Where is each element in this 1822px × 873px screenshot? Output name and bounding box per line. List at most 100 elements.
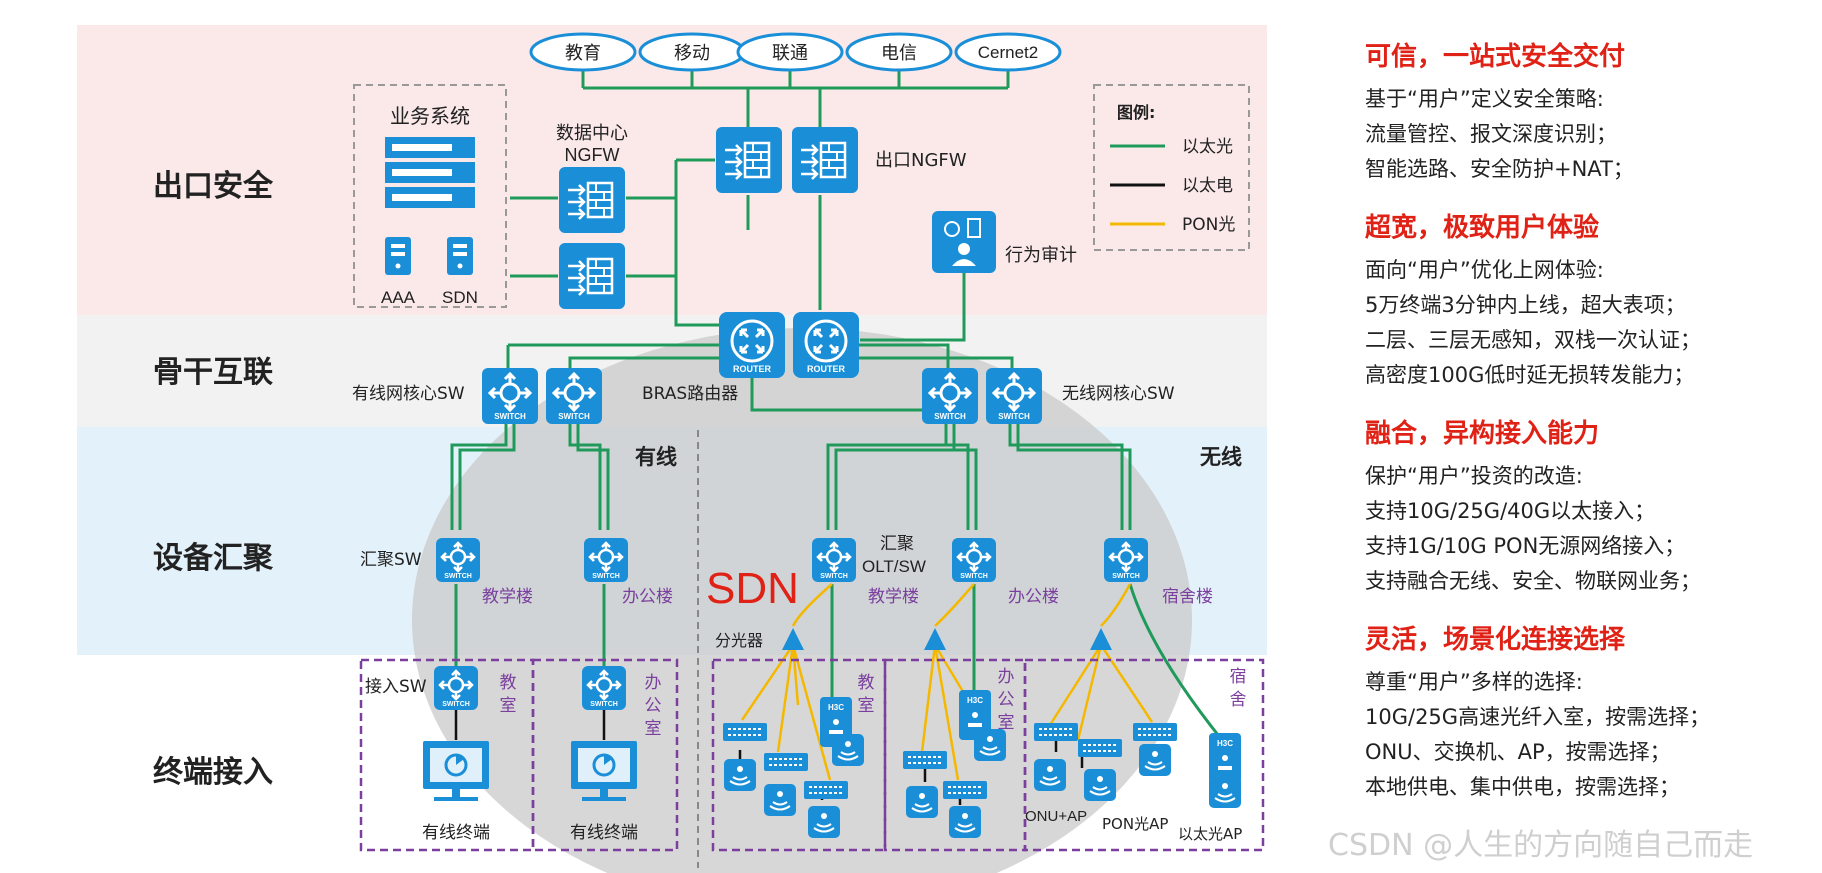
feature-line: 5万终端3分钟内上线，超大表项； <box>1365 293 1686 317</box>
ap-icon-6 <box>905 785 939 819</box>
agg-sw-label: 汇聚SW <box>360 550 422 570</box>
feature-panel: 可信，一站式安全交付 基于“用户”定义安全策略: 流量管控、报文深度识别； 智能… <box>1365 40 1805 829</box>
aaa-server-icon <box>385 237 411 275</box>
sdn-server-label: SDN <box>442 288 478 307</box>
feature-line: 面向“用户”优化上网体验: <box>1365 258 1604 282</box>
dorm-bldg-label: 宿舍楼 <box>1162 587 1213 607</box>
access-switch-icon-classroom <box>432 664 480 712</box>
room-label-classroom-wireless-char-1: 教 <box>858 673 875 693</box>
watermark: CSDN @人生的方向随自己而走 <box>1328 828 1754 863</box>
eth-ap-label: 以太光AP <box>1178 825 1242 843</box>
ap-icon-10 <box>1138 743 1172 777</box>
olt-switch-icon-office <box>950 536 998 584</box>
biz-system-box <box>353 84 507 308</box>
onu-icon-2 <box>763 752 809 772</box>
wall-ap-icon-3 <box>1209 733 1241 783</box>
legend-box <box>1093 84 1250 251</box>
feature-title: 灵活，场景化连接选择 <box>1365 625 1626 655</box>
dc-ngfw-firewall-icon-1 <box>557 165 627 235</box>
band-title-access: 终端接入 <box>153 755 273 790</box>
cloud-label-telecom: 电信 <box>881 43 917 64</box>
band-title-backbone: 骨干互联 <box>153 355 273 390</box>
feature-broadband: 超宽，极致用户体验 面向“用户”优化上网体验: 5万终端3分钟内上线，超大表项；… <box>1365 211 1805 393</box>
ap-icon-1 <box>723 758 757 792</box>
dc-ngfw-label-2: NGFW <box>565 145 620 165</box>
access-box-dorm <box>1023 658 1265 852</box>
feature-trusted: 可信，一站式安全交付 基于“用户”定义安全策略: 流量管控、报文深度识别； 智能… <box>1365 40 1805 187</box>
feature-flexible: 灵活，场景化连接选择 尊重“用户”多样的选择: 10G/25G高速光纤入室，按需… <box>1365 623 1805 805</box>
access-box-office-wired <box>531 658 679 852</box>
onu-icon-3 <box>803 780 849 800</box>
feature-line: 10G/25G高速光纤入室，按需选择； <box>1365 705 1711 729</box>
room-label-office-wired-char-3: 室 <box>645 719 662 739</box>
feature-title: 融合，异构接入能力 <box>1365 419 1600 449</box>
olt-switch-icon-teach <box>810 536 858 584</box>
room-label-office-wireless-char-3: 室 <box>998 713 1015 733</box>
ap-icon-4 <box>831 733 865 767</box>
wired-term-label-classroom: 有线终端 <box>422 823 490 843</box>
bras-router-icon-2 <box>791 310 861 380</box>
legend-label-pon: PON光 <box>1182 215 1235 235</box>
feature-line: 尊重“用户”多样的选择: <box>1365 670 1583 694</box>
dc-ngfw-label-1: 数据中心 <box>556 123 628 144</box>
room-label-dorm: 宿 舍 <box>1230 667 1247 710</box>
wireless-core-switch-icon-1 <box>920 366 980 426</box>
onu-icon-1 <box>722 722 768 742</box>
access-sw-label: 接入SW <box>365 677 427 697</box>
wired-label: 有线 <box>635 445 677 469</box>
room-label-office-wireless-char-1: 办 <box>998 667 1015 687</box>
feature-fusion: 融合，异构接入能力 保护“用户”投资的改造: 支持10G/25G/40G以太接入… <box>1365 417 1805 599</box>
teach-bldg-label-wired: 教学楼 <box>482 587 533 607</box>
audit-icon <box>932 211 996 273</box>
feature-title: 超宽，极致用户体验 <box>1365 213 1600 243</box>
room-label-classroom-wireless-char-2: 室 <box>858 696 875 716</box>
pon-ap-label: PON光AP <box>1102 815 1168 833</box>
teach-bldg-label-wireless: 教学楼 <box>868 587 919 607</box>
ap-icon-8 <box>1033 758 1067 792</box>
ap-icon-5 <box>973 728 1007 762</box>
feature-title: 可信，一站式安全交付 <box>1365 42 1626 72</box>
onu-icon-5 <box>942 780 988 800</box>
sdn-server-icon <box>447 237 473 275</box>
exit-ngfw-label: 出口NGFW <box>875 150 967 171</box>
room-label-dorm-char-1: 宿 <box>1230 667 1247 687</box>
fiber-links <box>450 70 1224 741</box>
feature-line: ONU、交换机、AP，按需选择； <box>1365 740 1671 764</box>
ap-icon-11 <box>1208 775 1242 809</box>
biz-system-title: 业务系统 <box>390 104 470 128</box>
wired-term-label-office: 有线终端 <box>570 823 638 843</box>
wired-core-label: 有线网核心SW <box>352 384 465 404</box>
sdn-big-label: SDN <box>706 564 799 613</box>
legend-label-eth-copper: 以太电 <box>1182 176 1233 196</box>
feature-line: 智能选路、安全防护+NAT； <box>1365 157 1634 181</box>
room-label-classroom-wired-char-1: 教 <box>500 673 517 693</box>
feature-line: 支持10G/25G/40G以太接入； <box>1365 499 1656 523</box>
cloud-telecom: 电信 <box>845 32 953 72</box>
cloud-label-cernet2: Cernet2 <box>978 43 1038 62</box>
olt-label-1: 汇聚 <box>880 534 914 554</box>
bras-label: BRAS路由器 <box>642 384 738 404</box>
network-diagram: SWITCH SWITCH ROUTER <box>77 25 1267 873</box>
onu-icon-6 <box>1033 722 1079 742</box>
dc-ngfw-firewall-icon-2 <box>557 241 627 311</box>
legend-label-eth-fiber: 以太光 <box>1182 137 1233 157</box>
room-label-office-wired-char-2: 公 <box>645 696 662 716</box>
splitter-label: 分光器 <box>715 631 763 650</box>
onu-icon-7 <box>1077 738 1123 758</box>
exit-ngfw-firewall-icon-2 <box>790 125 860 195</box>
feature-line: 二层、三层无感知，双栈一次认证； <box>1365 328 1701 352</box>
wired-core-switch-icon-2 <box>544 366 604 426</box>
feature-line: 基于“用户”定义安全策略: <box>1365 87 1604 111</box>
room-label-office-wired-char-1: 办 <box>645 673 662 693</box>
ap-icon-2 <box>763 783 797 817</box>
feature-line: 本地供电、集中供电，按需选择； <box>1365 775 1680 799</box>
olt-label-2: OLT/SW <box>862 557 926 576</box>
room-label-office-wired: 办 公 室 <box>645 673 662 739</box>
ap-icon-3 <box>807 805 841 839</box>
cloud-label-edu: 教育 <box>565 43 601 64</box>
ap-icon-7 <box>948 805 982 839</box>
band-title-export: 出口安全 <box>153 169 274 204</box>
legend-title: 图例: <box>1117 103 1155 122</box>
server-rack-icon <box>385 137 475 208</box>
cloud-label-unicom: 联通 <box>772 43 808 64</box>
